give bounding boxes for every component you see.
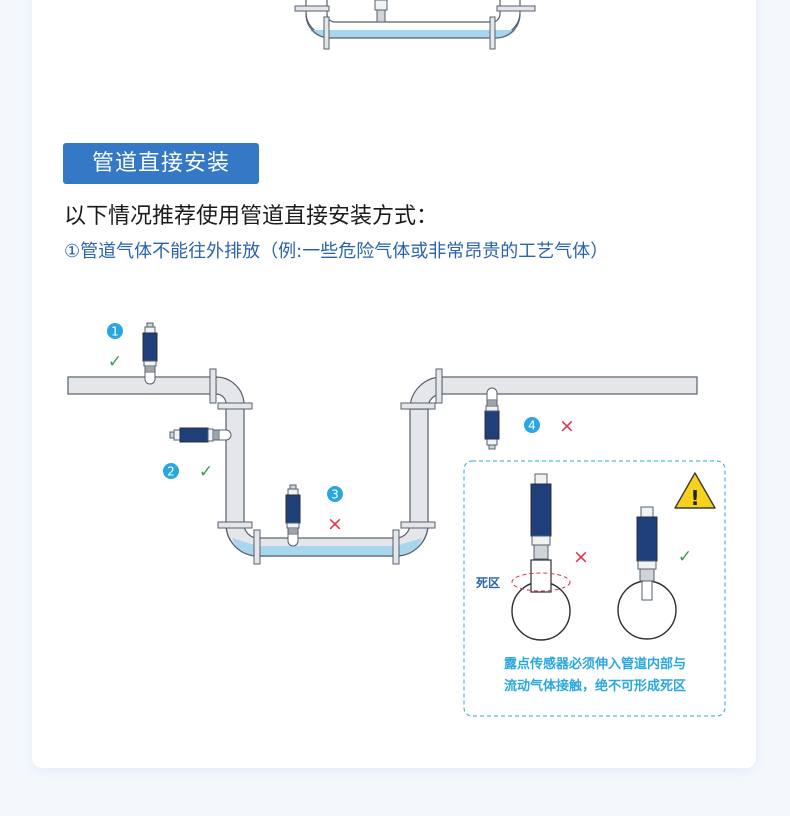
sensor-1	[142, 322, 158, 385]
svg-text:!: !	[690, 486, 699, 510]
dead-zone-label: 死区	[476, 576, 500, 590]
cross-icon: ×	[573, 546, 589, 568]
sensor-2	[169, 427, 232, 443]
callout-text: 露点传感器必须伸入管道内部与 流动气体接触，绝不可形成死区	[465, 654, 725, 698]
callout-box	[463, 460, 726, 717]
marker-4: 4	[524, 417, 540, 433]
dead-zone-example	[511, 473, 571, 641]
cross-icon: ×	[559, 415, 575, 437]
check-icon: ✓	[678, 547, 692, 567]
pipe-system	[67, 368, 698, 565]
correct-install-example	[617, 506, 677, 640]
svg-text:3: 3	[331, 488, 339, 502]
check-icon: ✓	[199, 462, 213, 482]
callout-line-1: 露点传感器必须伸入管道内部与	[503, 657, 686, 672]
section-heading: 以下情况推荐使用管道直接安装方式：	[64, 204, 439, 229]
check-icon: ✓	[108, 352, 122, 372]
top-pipe-fragment	[294, 0, 536, 50]
marker-1: 1	[107, 323, 123, 339]
marker-3: 3	[327, 486, 343, 502]
svg-text:1: 1	[111, 325, 119, 339]
svg-text:2: 2	[167, 465, 175, 479]
section-tag: 管道直接安装	[63, 143, 259, 184]
sensor-3	[285, 484, 301, 547]
cross-icon: ×	[327, 513, 343, 535]
sensor-4	[484, 387, 500, 450]
marker-2: 2	[163, 463, 179, 479]
condition-line: ①管道气体不能往外排放（例:一些危险气体或非常昂贵的工艺气体）	[64, 241, 609, 262]
svg-text:4: 4	[528, 419, 536, 433]
callout-line-2: 流动气体接触，绝不可形成死区	[503, 679, 686, 694]
warning-icon: !	[674, 472, 716, 510]
